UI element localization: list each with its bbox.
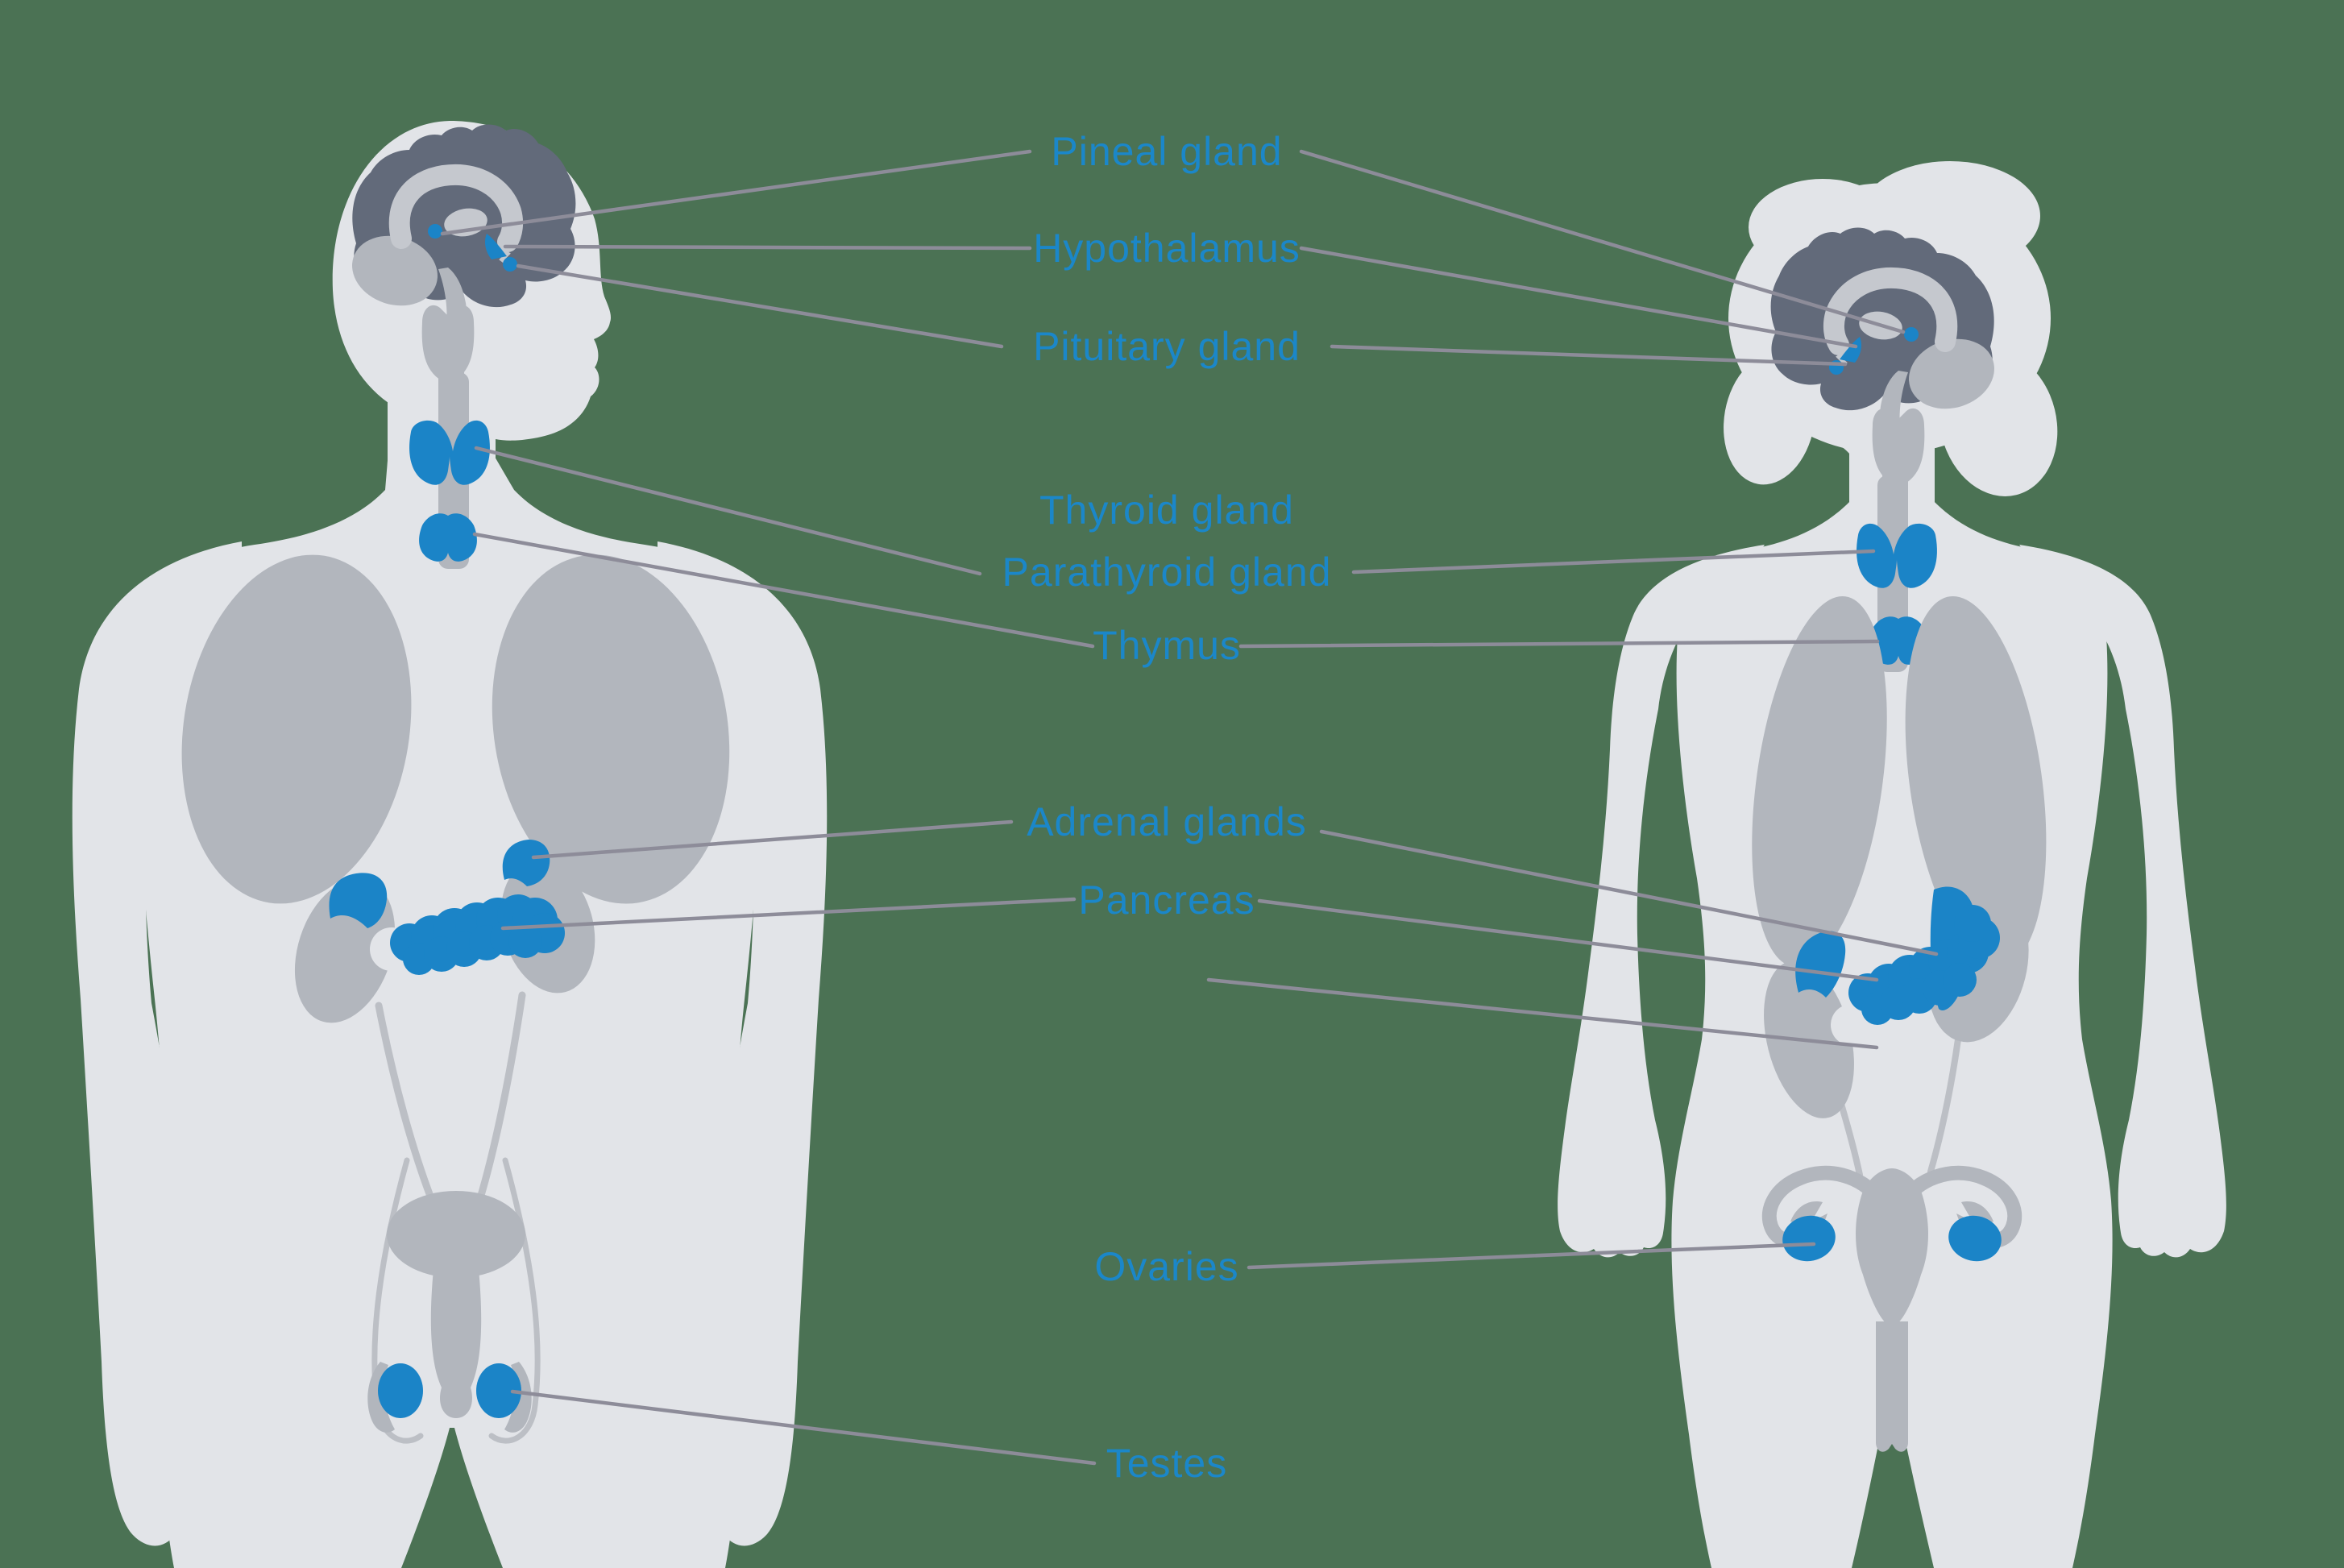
label-testes: Testes (1106, 1441, 1228, 1486)
male-ureter-right (473, 991, 526, 1213)
male-testis-right (476, 1363, 521, 1418)
connector-pineal-female (1299, 149, 1906, 334)
male-lung-left (181, 554, 412, 904)
female-arm-left (1558, 545, 1765, 1258)
female-arm-right (2019, 545, 2226, 1258)
female-ureter-right (1927, 1036, 1961, 1175)
label-pancreas: Pancreas (1078, 877, 1255, 923)
female-uterus (1856, 1168, 1928, 1326)
connector-thyroid-parathyroid-female (1351, 549, 1876, 575)
connector-pancreas-female-lower (1206, 977, 1879, 1050)
male-pancreas (390, 894, 565, 975)
male-adrenal-gland-right (502, 840, 550, 886)
label-hypothalamus: Hypothalamus (1033, 226, 1301, 271)
connector-pituitary-female (1330, 344, 1848, 367)
male-bladder (387, 1191, 525, 1278)
connector-testes-male (510, 1389, 1097, 1466)
connector-lines (440, 149, 1939, 1466)
female-fallopian-tube-right (1898, 1165, 2022, 1249)
female-leg-gap (1852, 1374, 1934, 1568)
label-adrenal-glands: Adrenal glands (1027, 799, 1307, 844)
male-figure (72, 121, 828, 1568)
female-figure (1558, 161, 2226, 1568)
connector-adrenal-male (531, 819, 1014, 860)
label-pineal-gland: Pineal gland (1051, 129, 1282, 174)
connector-pineal-male (440, 149, 1032, 236)
label-thyroid-gland: Thyroid gland (1039, 487, 1294, 533)
female-ovary-left (1782, 1215, 1836, 1262)
label-thymus: Thymus (1093, 623, 1241, 668)
female-lung-left (1752, 596, 1887, 967)
male-testis-left (378, 1363, 423, 1418)
connector-pituitary-male (516, 263, 1004, 349)
female-adrenal-gland-left (1795, 931, 1846, 998)
connector-pancreas-male (500, 897, 1077, 931)
female-fallopian-tube-left (1761, 1165, 1886, 1249)
male-arm-right (658, 541, 828, 1546)
connector-thyroid-parathyroid-male (474, 446, 982, 576)
female-pancreas (1848, 905, 2000, 1025)
connector-thymus-male (472, 532, 1095, 649)
male-lung-right (492, 554, 730, 904)
labels: Pineal gland Hypothalamus Pituitary glan… (1002, 129, 1332, 1486)
female-kidney-left-hilum (1831, 1004, 1873, 1046)
connector-ovaries-female (1247, 1242, 1816, 1270)
female-vagina (1876, 1321, 1908, 1452)
connector-thymus-female (1238, 639, 1880, 649)
male-leg-gap (401, 1428, 503, 1568)
connector-adrenal-female (1319, 829, 1939, 956)
female-lung-right (1905, 595, 2047, 968)
male-arm-left (72, 541, 242, 1546)
male-prostate-penis (430, 1269, 482, 1418)
label-ovaries: Ovaries (1094, 1244, 1238, 1289)
label-parathyroid-gland: Parathyroid gland (1002, 550, 1332, 595)
connector-pancreas-female (1257, 898, 1879, 982)
label-pituitary-gland: Pituitary gland (1033, 324, 1301, 369)
female-ovary-right (1948, 1215, 2002, 1262)
connector-hypothalamus-male (503, 244, 1032, 251)
male-adrenal-gland-left (329, 873, 388, 928)
male-ureter-left (375, 1002, 439, 1213)
connector-hypothalamus-female (1299, 246, 1858, 349)
